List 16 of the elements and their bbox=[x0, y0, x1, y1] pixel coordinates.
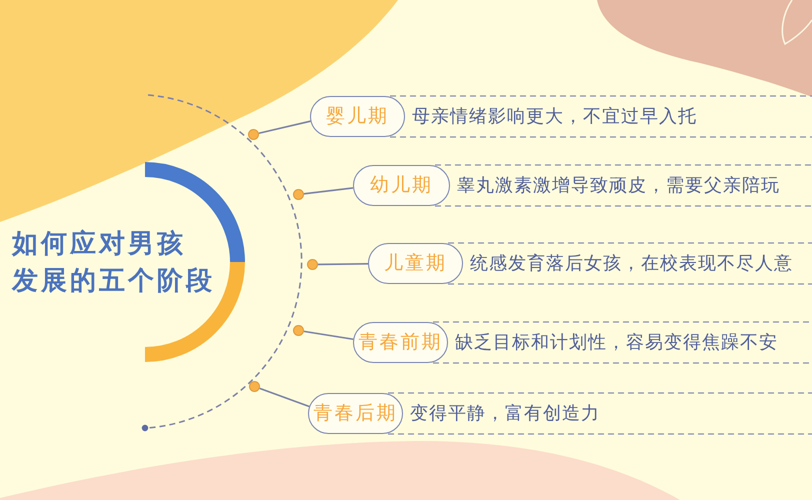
stage-description: 睾丸激素激增导致顽皮，需要父亲陪玩 bbox=[457, 174, 780, 198]
stage-label: 青春后期 bbox=[308, 393, 403, 434]
stage-description: 统感发育落后女孩，在校表现不尽人意 bbox=[470, 252, 793, 276]
stage-label: 婴儿期 bbox=[310, 96, 405, 137]
connector-line bbox=[304, 330, 354, 340]
stage-description: 母亲情绪影响更大，不宜过早入托 bbox=[412, 104, 697, 128]
stage-label: 幼儿期 bbox=[353, 165, 450, 206]
connector-line bbox=[304, 187, 354, 195]
title-text: 如何应对男孩发展的五个阶段 bbox=[12, 228, 216, 298]
connector-line bbox=[318, 262, 368, 266]
connector-line bbox=[259, 388, 310, 408]
stage-label: 儿童期 bbox=[368, 243, 463, 284]
stage-description: 变得平静，富有创造力 bbox=[410, 402, 600, 426]
connector-line bbox=[258, 120, 311, 134]
stage-label: 青春前期 bbox=[353, 322, 448, 363]
stage-description: 缺乏目标和计划性，容易变得焦躁不安 bbox=[455, 330, 778, 354]
